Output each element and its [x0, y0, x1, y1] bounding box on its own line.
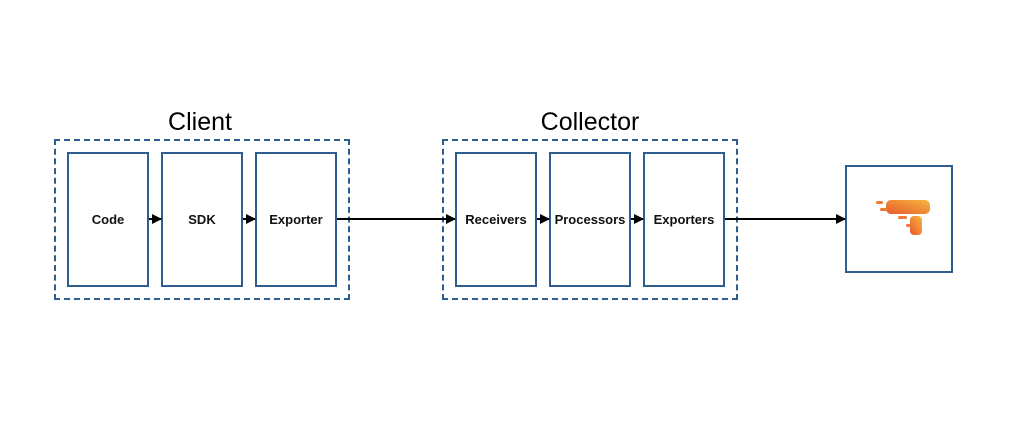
stage-label: Processors — [554, 212, 626, 227]
stage-label: Code — [91, 212, 125, 227]
stage-label: Exporters — [653, 212, 715, 227]
client-stage-sdk: SDK — [161, 152, 243, 287]
collector-stage-exporters: Exporters — [643, 152, 725, 287]
destination-box — [845, 165, 953, 273]
client-stage-code: Code — [67, 152, 149, 287]
collector-stage-receivers: Receivers — [455, 152, 537, 287]
collector-stage-processors: Processors — [549, 152, 631, 287]
collector-title: Collector — [540, 108, 640, 136]
stage-label: Receivers — [465, 212, 527, 227]
backend-logo-icon — [862, 187, 936, 252]
stage-label: SDK — [188, 212, 216, 227]
stage-label: Exporter — [269, 212, 323, 227]
client-stage-exporter: Exporter — [255, 152, 337, 287]
client-title: Client — [168, 108, 232, 136]
